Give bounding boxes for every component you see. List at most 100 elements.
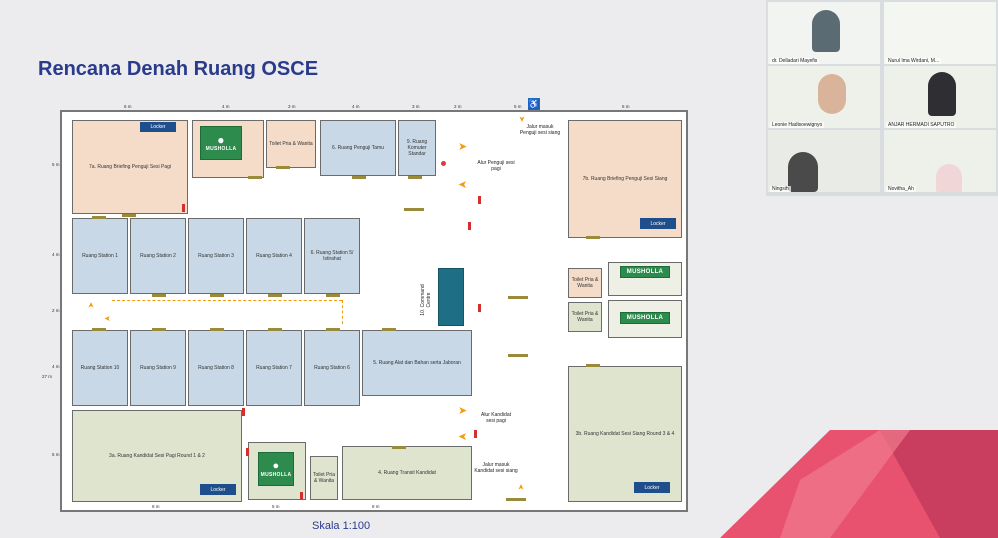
room-station-5: 6. Ruang Station 5/ Istirahat xyxy=(304,218,360,294)
door xyxy=(122,214,136,217)
door xyxy=(92,328,106,331)
dim-bottom-2: 5 m xyxy=(272,504,280,509)
room-station-9: Ruang Station 9 xyxy=(130,330,186,406)
room-toilet-top: Toilet Pria & Wanita xyxy=(266,120,316,168)
door xyxy=(276,166,290,169)
locker-bottom-right: Locker xyxy=(634,482,670,493)
room-station-10-label: Ruang Station 10 xyxy=(80,365,120,371)
door xyxy=(508,354,528,357)
avatar xyxy=(812,10,840,52)
door xyxy=(392,446,406,449)
extinguisher-icon xyxy=(300,492,303,500)
dim-top-4: 4 m xyxy=(352,104,360,109)
dim-left-total: 27 m xyxy=(42,374,53,379)
video-tile[interactable]: Leonie Hadisoewignyo xyxy=(768,66,880,128)
mosque-icon: ● xyxy=(217,133,225,147)
room-station-8: Ruang Station 8 xyxy=(188,330,244,406)
flow-entry-penguji-siang: Jalur masuk Penguji sesi siang xyxy=(519,124,561,136)
room-komuter: 9. Ruang Komuter Standar xyxy=(398,120,436,176)
participant-name: dr. Delladari Mayefis xyxy=(770,58,820,64)
room-kandidat-pagi-label: 3a. Ruang Kandidat Sesi Pagi Round 1 & 2 xyxy=(109,453,205,459)
avatar xyxy=(928,72,956,116)
room-briefing-pagi-label: 7a. Ruang Briefing Penguji Sesi Pagi xyxy=(89,164,171,170)
room-station-7-label: Ruang Station 7 xyxy=(256,365,292,371)
command-centre-label: 10. Command Centre xyxy=(420,284,432,316)
dim-top-3: 3 m xyxy=(288,104,296,109)
dim-top-8: 6 m xyxy=(622,104,630,109)
room-station-3: Ruang Station 3 xyxy=(188,218,244,294)
dim-bottom-3: 8 m xyxy=(372,504,380,509)
room-toilet-top-label: Toilet Pria & Wanita xyxy=(269,141,313,147)
extinguisher-icon xyxy=(468,222,471,230)
video-grid: dr. Delladari Mayefis Nurul Ima Wirdani,… xyxy=(766,0,998,196)
locker-top-left: Locker xyxy=(140,122,176,132)
room-kandidat-siang: 3b. Ruang Kandidat Sesi Siang Round 3 & … xyxy=(568,366,682,502)
participant-name: Novitha_Ah xyxy=(886,186,916,192)
corner-decoration xyxy=(720,430,998,538)
command-centre xyxy=(438,268,464,326)
video-tile[interactable]: Ningsih xyxy=(768,130,880,192)
door xyxy=(382,328,396,331)
room-station-4-label: Ruang Station 4 xyxy=(256,253,292,259)
door xyxy=(586,236,600,239)
flow-entry-kandidat-siang: Jalur masuk Kandidat sesi siang xyxy=(474,462,518,474)
room-station-7: Ruang Station 7 xyxy=(246,330,302,406)
extinguisher-icon xyxy=(478,304,481,312)
room-station-3-label: Ruang Station 3 xyxy=(198,253,234,259)
room-toilet-bottom: Toilet Pria & Wanita xyxy=(310,456,338,500)
dim-left-2: 4 m xyxy=(52,252,60,257)
room-transit-label: 4. Ruang Transit Kandidat xyxy=(378,470,436,476)
floorplan: 6 m 4 m 3 m 4 m 3 m 2 m 5 m 6 m 5 m 4 m … xyxy=(42,98,688,512)
video-tile[interactable]: dr. Delladari Mayefis xyxy=(768,2,880,64)
arrow-left-icon-3: ➤ xyxy=(458,431,468,443)
participant-name: Nurul Ima Wirdani, M... xyxy=(886,58,942,64)
door xyxy=(210,328,224,331)
arrow-right-icon: ➤ xyxy=(458,141,468,153)
room-station-6-label: Ruang Station 6 xyxy=(314,365,350,371)
mosque-icon-2: ● xyxy=(272,459,280,472)
musholla-bottom-label: MUSHOLLA xyxy=(260,471,292,478)
arrow-right-icon-2: ➤ xyxy=(458,405,468,417)
door xyxy=(152,294,166,297)
door xyxy=(408,176,422,179)
door xyxy=(508,296,528,299)
extinguisher-icon xyxy=(242,408,245,416)
corridor-dashed-path-v xyxy=(342,300,343,324)
room-briefing-siang: 7b. Ruang Briefing Penguji Sesi Siang xyxy=(568,120,682,238)
door xyxy=(268,328,282,331)
room-briefing-pagi: 7a. Ruang Briefing Penguji Sesi Pagi xyxy=(72,120,188,214)
arrow-up-icon-2: ➤ xyxy=(516,483,526,491)
room-kandidat-siang-label: 3b. Ruang Kandidat Sesi Siang Round 3 & … xyxy=(575,431,675,437)
room-station-2: Ruang Station 2 xyxy=(130,218,186,294)
participant-name: Leonie Hadisoewignyo xyxy=(770,122,825,128)
video-tile[interactable]: Novitha_Ah xyxy=(884,130,996,192)
musholla-right-2: MUSHOLLA xyxy=(620,312,670,324)
arrow-down-icon: ➤ xyxy=(517,115,527,123)
dim-left-5: 5 m xyxy=(52,452,60,457)
room-toilet-right-1-label: Toilet Pria & Wanita xyxy=(571,277,599,289)
room-toilet-right-1: Toilet Pria & Wanita xyxy=(568,268,602,298)
dim-top-7: 5 m xyxy=(514,104,522,109)
musholla-bottom: ● MUSHOLLA xyxy=(258,452,294,486)
door xyxy=(152,328,166,331)
room-penguji-tamu: 6. Ruang Penguji Tamu xyxy=(320,120,396,176)
flow-alur-kandidat-pagi: Alur Kandidat sesi pagi xyxy=(480,412,512,424)
room-transit: 4. Ruang Transit Kandidat xyxy=(342,446,472,500)
room-station-4: Ruang Station 4 xyxy=(246,218,302,294)
musholla-top-label: MUSHOLLA xyxy=(205,146,237,152)
extinguisher-icon xyxy=(478,196,481,204)
room-station-8-label: Ruang Station 8 xyxy=(198,365,234,371)
video-tile[interactable]: Nurul Ima Wirdani, M... xyxy=(884,2,996,64)
door xyxy=(352,176,366,179)
participant-name: ANJAR HERMADI SAPUTRO xyxy=(886,122,957,128)
avatar xyxy=(818,74,846,114)
dim-left-3: 2 m xyxy=(52,308,60,313)
room-station-9-label: Ruang Station 9 xyxy=(140,365,176,371)
room-alat-bahan: 5. Ruang Alat dan Bahan serta Jaboran xyxy=(362,330,472,396)
dim-top-5: 3 m xyxy=(412,104,420,109)
flow-alur-penguji-pagi: Alur Penguji sesi pagi xyxy=(477,160,515,172)
video-tile[interactable]: ANJAR HERMADI SAPUTRO xyxy=(884,66,996,128)
extinguisher-icon xyxy=(474,430,477,438)
room-station-10: Ruang Station 10 xyxy=(72,330,128,406)
pointer-dot xyxy=(440,160,447,167)
